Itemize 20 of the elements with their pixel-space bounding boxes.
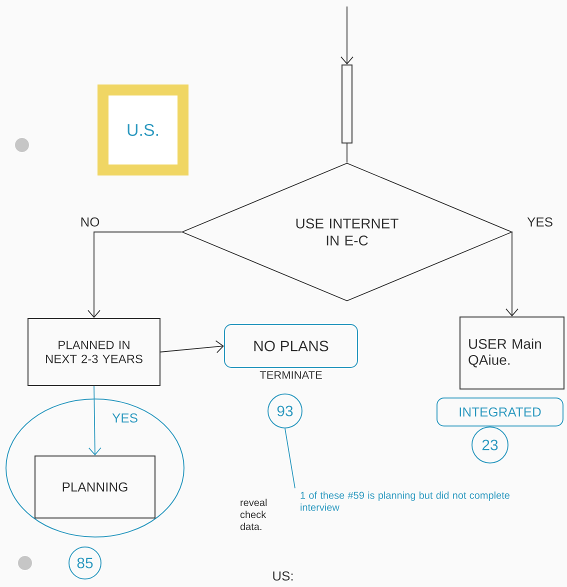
process-box: PLANNING bbox=[34, 456, 156, 518]
sticky-note: U.S. bbox=[98, 84, 188, 176]
edge-label: YES bbox=[527, 217, 552, 227]
page-label: US: bbox=[273, 571, 293, 581]
leader-line bbox=[284, 428, 296, 489]
process-box: USER Main QAiue. bbox=[460, 316, 564, 390]
edge-label: YES bbox=[112, 413, 138, 423]
group-ellipse bbox=[6, 398, 184, 538]
arrow bbox=[88, 232, 182, 318]
edge-label: NO bbox=[81, 217, 100, 227]
arrow bbox=[88, 386, 102, 456]
handwritten-note: reveal check data. 1 of these #59 is planning but did not complete interview bbox=[240, 492, 510, 530]
terminal-box: NO PLANS bbox=[224, 324, 358, 368]
arrow bbox=[340, 6, 354, 64]
arrow bbox=[506, 232, 518, 316]
side-label: TERMINATE bbox=[260, 371, 322, 379]
arrow bbox=[160, 340, 224, 354]
bar-box bbox=[342, 64, 352, 144]
status-box: INTEGRATED bbox=[436, 398, 564, 426]
process-box: PLANNED IN NEXT 2-3 YEARS bbox=[28, 318, 160, 386]
